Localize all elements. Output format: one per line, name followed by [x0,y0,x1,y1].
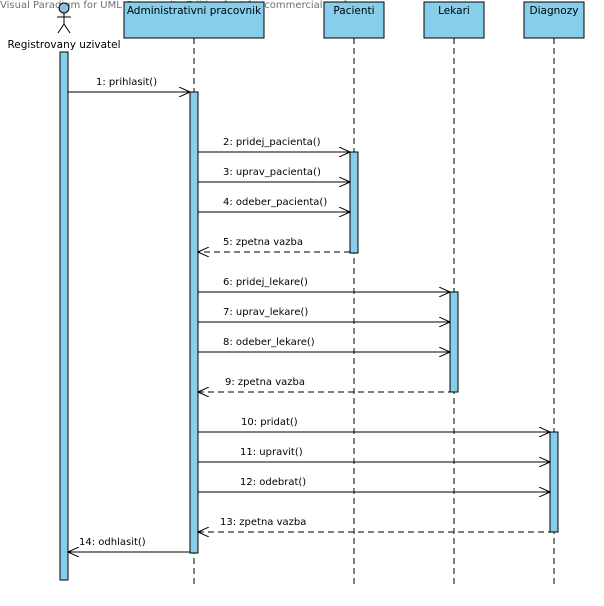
actor-leg-left [57,23,65,34]
activation-bar-lekari [449,291,459,393]
message-label: 6: pridej_lekare() [223,277,308,288]
message-label: 7: uprav_lekare() [223,307,308,318]
lifeline-header-lekari [423,1,485,39]
activation-bar-admin [189,91,199,554]
message-9: 9: zpetna vazba [198,377,454,392]
message-11: 11: upravit() [198,447,550,462]
message-1: 1: prihlasit() [68,77,190,92]
message-7: 7: uprav_lekare() [198,307,450,322]
message-label: 8: odeber_lekare() [223,337,315,348]
activation-bar-pacienti [349,151,359,254]
message-13: 13: zpetna vazba [198,517,554,532]
lifeline-label-admin: Administrativni pracovnik [127,5,262,17]
message-8: 8: odeber_lekare() [198,337,450,352]
message-5: 5: zpetna vazba [198,237,350,252]
message-label: 10: pridat() [241,417,298,428]
actor-stick-figure-icon [57,2,71,34]
message-12: 12: odebrat() [198,477,550,492]
message-label: 13: zpetna vazba [220,517,306,528]
message-label: 1: prihlasit() [96,77,157,88]
lifeline-header-pacienti [323,1,385,39]
message-14: 14: odhlasit() [68,537,190,552]
message-label: 2: pridej_pacienta() [223,137,321,148]
actor-label: Registrovany uzivatel [7,39,120,51]
message-2: 2: pridej_pacienta() [198,137,350,152]
actor-head [58,2,70,14]
lifeline-label-pacienti: Pacienti [333,5,374,17]
message-label: 11: upravit() [240,447,303,458]
lifeline-label-diagnozy: Diagnozy [530,5,579,17]
message-4: 4: odeber_pacienta() [198,197,350,212]
actor-activation-bar [59,51,69,581]
message-label: 14: odhlasit() [79,537,146,548]
message-label: 4: odeber_pacienta() [223,197,327,208]
message-3: 3: uprav_pacienta() [198,167,350,182]
message-6: 6: pridej_lekare() [198,277,450,292]
message-10: 10: pridat() [198,417,550,432]
message-label: 5: zpetna vazba [223,237,303,248]
actor-leg-right [63,23,71,34]
message-label: 12: odebrat() [240,477,306,488]
lifeline-header-diagnozy [523,1,585,39]
message-label: 9: zpetna vazba [225,377,305,388]
activation-bar-diagnozy [549,431,559,533]
message-label: 3: uprav_pacienta() [223,167,321,178]
lifeline-header-admin [123,1,265,39]
lifeline-label-lekari: Lekari [438,5,470,17]
